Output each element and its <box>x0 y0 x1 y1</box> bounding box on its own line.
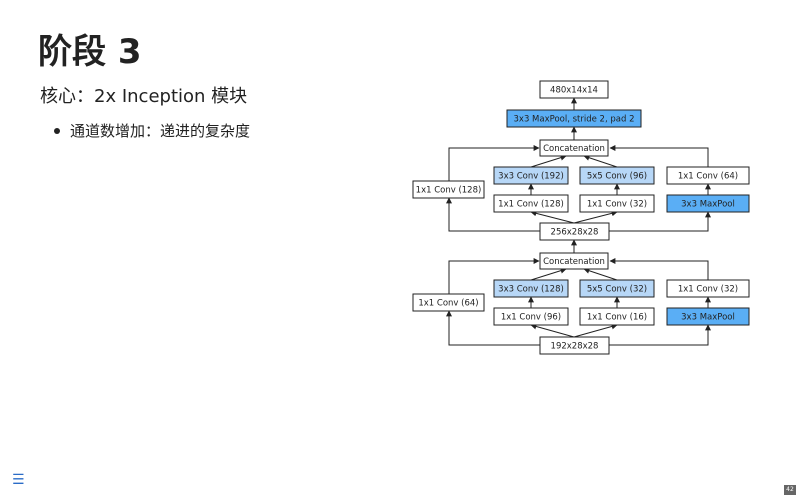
block2-branch3-bottom-node: 1x1 Conv (32) <box>579 194 655 213</box>
edge-b2-branch2-concat <box>530 154 567 168</box>
block2-branch3-top-label: 5x5 Conv (96) <box>587 172 647 182</box>
block2-branch3-top-node: 5x5 Conv (96) <box>579 166 655 185</box>
block1-branch2-bottom-label: 1x1 Conv (96) <box>501 313 561 323</box>
block1-branch2-top-node: 3x3 Conv (128) <box>493 279 569 298</box>
block1-branch2-bottom-node: 1x1 Conv (96) <box>493 307 569 326</box>
slide-title: 阶段 3 <box>38 32 142 72</box>
block1-branch3-bottom-label: 1x1 Conv (16) <box>587 313 647 323</box>
bullet-item: 通道数增加：递进的复杂度 <box>52 120 250 141</box>
block2-input-node: 256x28x28 <box>539 222 610 241</box>
block1-branch4-bottom-label: 3x3 MaxPool <box>681 313 735 323</box>
diagram-edges <box>446 97 711 346</box>
node-maxpool-stride2: 3x3 MaxPool, stride 2, pad 2 <box>506 109 642 128</box>
edge-b1-in-branch4 <box>609 324 711 346</box>
block1-input-label: 192x28x28 <box>551 342 599 352</box>
block1-branch4-top-label: 1x1 Conv (32) <box>678 285 738 295</box>
edge-b1-in-branch3 <box>573 323 618 338</box>
inception-block-1: Concatenation 1x1 Conv (64) 3x3 Conv (12… <box>412 252 750 355</box>
node-output: 480x14x14 <box>539 80 609 99</box>
node-output-label: 480x14x14 <box>550 86 598 96</box>
block2-branch2-bottom-node: 1x1 Conv (128) <box>493 194 569 213</box>
edge-b2-branch3-concat <box>583 154 618 168</box>
block2-branch2-top-label: 3x3 Conv (192) <box>498 172 564 182</box>
edge-b2-branch1-concat <box>448 145 540 181</box>
block1-branch3-bottom-node: 1x1 Conv (16) <box>579 307 655 326</box>
block1-branch4-bottom-node: 3x3 MaxPool <box>666 307 750 326</box>
edge-b1-branch4-concat <box>609 258 709 280</box>
block2-branch4-bottom-node: 3x3 MaxPool <box>666 194 750 213</box>
block2-branch4-top-label: 1x1 Conv (64) <box>678 172 738 182</box>
edge-b1-in-branch2 <box>530 323 575 338</box>
hamburger-menu-icon[interactable]: ☰ <box>12 472 25 488</box>
block1-concat-label: Concatenation <box>543 257 605 267</box>
block2-branch2-top-node: 3x3 Conv (192) <box>493 166 569 185</box>
slide-subtitle: 核心：2x Inception 模块 <box>40 86 248 107</box>
bullet-list: 通道数增加：递进的复杂度 <box>52 120 250 141</box>
page-number: 42 <box>784 485 796 495</box>
edge-b2-in-branch3 <box>573 210 618 224</box>
block2-branch1-node: 1x1 Conv (128) <box>412 180 485 199</box>
block2-branch2-bottom-label: 1x1 Conv (128) <box>498 200 564 210</box>
edge-b2-in-branch2 <box>530 210 575 224</box>
edge-b2-in-branch1 <box>446 197 540 232</box>
block1-branch3-top-node: 5x5 Conv (32) <box>579 279 655 298</box>
block2-branch4-top-node: 1x1 Conv (64) <box>666 166 750 185</box>
edge-b2-branch4-concat <box>609 145 709 167</box>
block1-input-node: 192x28x28 <box>539 336 610 355</box>
block2-branch3-bottom-label: 1x1 Conv (32) <box>587 200 647 210</box>
block2-branch4-bottom-label: 3x3 MaxPool <box>681 200 735 210</box>
inception-block-2: Concatenation 1x1 Conv (128) 3x3 Conv (1… <box>412 139 750 241</box>
block2-input-label: 256x28x28 <box>551 228 599 238</box>
block2-concat-node: Concatenation <box>539 139 609 157</box>
block1-branch3-top-label: 5x5 Conv (32) <box>587 285 647 295</box>
block1-branch4-top-node: 1x1 Conv (32) <box>666 279 750 298</box>
edge-b1-in-branch1 <box>446 310 540 346</box>
edge-b1-branch3-concat <box>583 267 618 281</box>
block2-branch1-label: 1x1 Conv (128) <box>416 186 482 196</box>
node-maxpool-stride2-label: 3x3 MaxPool, stride 2, pad 2 <box>514 115 635 125</box>
block1-branch1-label: 1x1 Conv (64) <box>418 299 478 309</box>
edge-b1-branch2-concat <box>530 267 567 281</box>
edge-b1-branch1-concat <box>448 258 540 294</box>
block1-branch1-node: 1x1 Conv (64) <box>412 293 485 312</box>
block1-concat-node: Concatenation <box>539 252 609 270</box>
edge-b2-in-branch4 <box>609 211 711 232</box>
block1-branch2-top-label: 3x3 Conv (128) <box>498 285 564 295</box>
block2-concat-label: Concatenation <box>543 144 605 154</box>
